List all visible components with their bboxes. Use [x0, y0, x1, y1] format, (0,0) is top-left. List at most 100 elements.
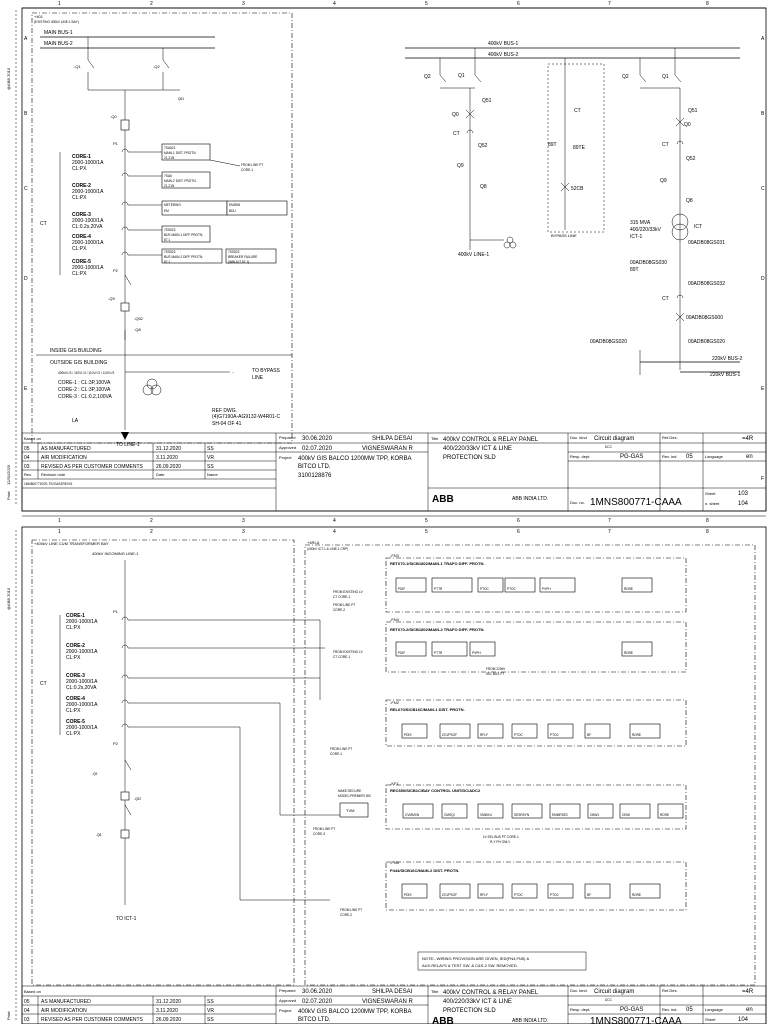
svg-text:CL:PX: CL:PX — [66, 708, 81, 714]
sld-right-sheet1: 400kV BUS-1 400kV BUS-2 Q2 Q1 Q51 Q0 CT … — [405, 41, 743, 378]
svg-text:31.12.2020: 31.12.2020 — [156, 999, 181, 1005]
svg-text:CT: CT — [40, 681, 47, 687]
svg-text:2000-1000/1A: 2000-1000/1A — [66, 725, 98, 731]
svg-text:METERING: METERING — [164, 203, 181, 207]
svg-text:SS: SS — [207, 1017, 214, 1023]
svg-text:CMSQI: CMSQI — [444, 813, 455, 817]
svg-text:C: C — [24, 186, 28, 192]
svg-text:7: 7 — [608, 1, 611, 7]
svg-text:OUTSIDE GIS BUILDING: OUTSIDE GIS BUILDING — [50, 360, 107, 366]
svg-text:Approved: Approved — [279, 445, 296, 450]
svg-text:ABB INDIA LTD.: ABB INDIA LTD. — [512, 496, 548, 502]
svg-text:00ADB08GS020: 00ADB08GS020 — [590, 339, 627, 345]
svg-text:400kV INCOMING LINE-1: 400kV INCOMING LINE-1 — [92, 551, 139, 556]
svg-text:VIGNESWARAN R: VIGNESWARAN R — [362, 999, 413, 1005]
svg-text:Project: Project — [279, 455, 292, 460]
svg-text:03: 03 — [24, 1017, 30, 1023]
svg-text:-Q9: -Q9 — [108, 296, 115, 301]
ied-fn5: -FN5 P444/SICB16C/MAIN-2 DIST. PROTN. PD… — [340, 860, 687, 917]
svg-text:Doc. kind: Doc. kind — [570, 988, 587, 993]
svg-text:MAIN-2 DIST. PROTN.: MAIN-2 DIST. PROTN. — [164, 179, 197, 183]
svg-text:ICT: ICT — [694, 224, 702, 230]
main-bus-1-label: MAIN BUS-1 — [44, 30, 73, 36]
svg-text:n. sheet: n. sheet — [705, 501, 720, 506]
svg-text:Based on: Based on — [24, 989, 41, 994]
svg-text:CL:PX: CL:PX — [66, 625, 81, 631]
svg-text:2: 2 — [150, 1, 153, 7]
svg-text:DCC: DCC — [605, 998, 613, 1002]
svg-text:PDIS: PDIS — [404, 893, 411, 897]
svg-text:FROM LINE PT: FROM LINE PT — [333, 603, 355, 607]
svg-text:Resp. dept.: Resp. dept. — [570, 1007, 590, 1012]
svg-text:3.11.2020: 3.11.2020 — [156, 1008, 178, 1014]
svg-text:-Q8: -Q8 — [134, 327, 141, 332]
abb-logo: ABB — [432, 494, 454, 505]
svg-text:8: 8 — [706, 1, 709, 7]
svg-text:26.09.2020: 26.09.2020 — [156, 1017, 181, 1023]
svg-text:F: F — [761, 476, 764, 482]
svg-text:SHILPA DESAI: SHILPA DESAI — [372, 989, 413, 995]
svg-text:05: 05 — [686, 454, 693, 460]
abb-logo-2: ABB — [432, 1016, 454, 1024]
svg-text:5: 5 — [425, 1, 428, 7]
svg-text:Based on: Based on — [24, 436, 41, 441]
svg-text:-Q2: -Q2 — [153, 64, 160, 69]
svg-text:Prepared: Prepared — [279, 988, 295, 993]
svg-text:PDIF: PDIF — [398, 587, 405, 591]
svg-text:220kV BUS-2: 220kV BUS-2 — [712, 356, 743, 362]
bcu-kf1: -KF1 REC650/SICB1C/BAY CONTROL UNIT/DC/A… — [313, 781, 687, 844]
svg-text:CL:0.2s,20VA: CL:0.2s,20VA — [72, 224, 103, 230]
svg-text:6: 6 — [517, 529, 520, 535]
svg-text:-Q52: -Q52 — [134, 316, 144, 321]
svg-text:BYPASS LINE: BYPASS LINE — [551, 233, 577, 238]
svg-text:220kV BUS-1: 220kV BUS-1 — [710, 372, 741, 378]
grid-cols-top: 1 2 3 4 5 6 7 8 — [58, 1, 709, 7]
svg-text:SS: SS — [207, 999, 214, 1005]
svg-text:TO LINE-1: TO LINE-1 — [116, 442, 140, 448]
svg-text:DCC: DCC — [605, 445, 613, 449]
svg-text:BUS MAIN-1 DIFF PROTN.: BUS MAIN-1 DIFF PROTN. — [164, 233, 203, 237]
svg-text:Q1: Q1 — [662, 74, 669, 80]
svg-text:CT: CT — [453, 131, 460, 137]
svg-text:TO ICT-1: TO ICT-1 — [116, 916, 137, 922]
svg-text:MAIN-1 DIST. PROTN.: MAIN-1 DIST. PROTN. — [164, 151, 197, 155]
svg-text:7SS523: 7SS523 — [164, 250, 176, 254]
svg-text:400kV LINE-1: 400kV LINE-1 — [458, 252, 489, 258]
svg-text:E: E — [24, 386, 28, 392]
svg-text:1: 1 — [58, 529, 61, 535]
svg-text:VR: VR — [207, 455, 214, 461]
svg-text:ZCVPSOF: ZCVPSOF — [442, 733, 457, 737]
svg-text:en: en — [746, 454, 753, 460]
grid-cols-top-2: 1 2 3 4 5 6 7 8 — [58, 529, 709, 535]
svg-text:3: 3 — [242, 529, 245, 535]
svg-text:400kV GIS BALCO 1200MW TPP, KO: 400kV GIS BALCO 1200MW TPP, KORBA — [298, 456, 412, 462]
svg-text:@ABB 2010: @ABB 2010 — [6, 587, 11, 610]
svg-text:30.06.2020: 30.06.2020 — [302, 436, 333, 442]
svg-text:02.07.2020: 02.07.2020 — [302, 999, 333, 1005]
svg-text:PTTR: PTTR — [434, 587, 443, 591]
svg-text:(400kV ICT-1 & LINE-1 CRP): (400kV ICT-1 & LINE-1 CRP) — [307, 547, 348, 551]
svg-text:04: 04 — [24, 455, 30, 461]
svg-text:CT: CT — [574, 108, 581, 114]
svg-text:FROM 220kV: FROM 220kV — [486, 667, 506, 671]
svg-text:-Q8: -Q8 — [96, 833, 102, 837]
svg-text:00ADB08GS030: 00ADB08GS030 — [630, 260, 667, 266]
ct-stack-sheet1 — [121, 148, 129, 256]
svg-text:2000-1000/1A: 2000-1000/1A — [66, 679, 98, 685]
svg-text:02.07.2020: 02.07.2020 — [302, 446, 333, 452]
svg-text:MAKE:SECURE: MAKE:SECURE — [338, 789, 361, 793]
panel-4rla — [304, 544, 756, 986]
svg-text:RDRE: RDRE — [624, 587, 633, 591]
svg-text:Q0: Q0 — [684, 122, 691, 128]
svg-text:Resp. dept.: Resp. dept. — [570, 454, 590, 459]
svg-text:Q51: Q51 — [178, 97, 184, 101]
svg-text:26.09.2020: 26.09.2020 — [156, 464, 181, 470]
svg-text:CVMMXN: CVMMXN — [405, 813, 420, 817]
svg-text:Date: Date — [156, 472, 165, 477]
svg-text:C: C — [761, 186, 765, 192]
svg-text:PROTECTION SLD: PROTECTION SLD — [443, 455, 496, 461]
svg-text:CORE-5: CORE-5 — [72, 259, 91, 265]
svg-text:400kV BUS-1: 400kV BUS-1 — [488, 41, 519, 47]
svg-text:7: 7 — [608, 518, 611, 524]
